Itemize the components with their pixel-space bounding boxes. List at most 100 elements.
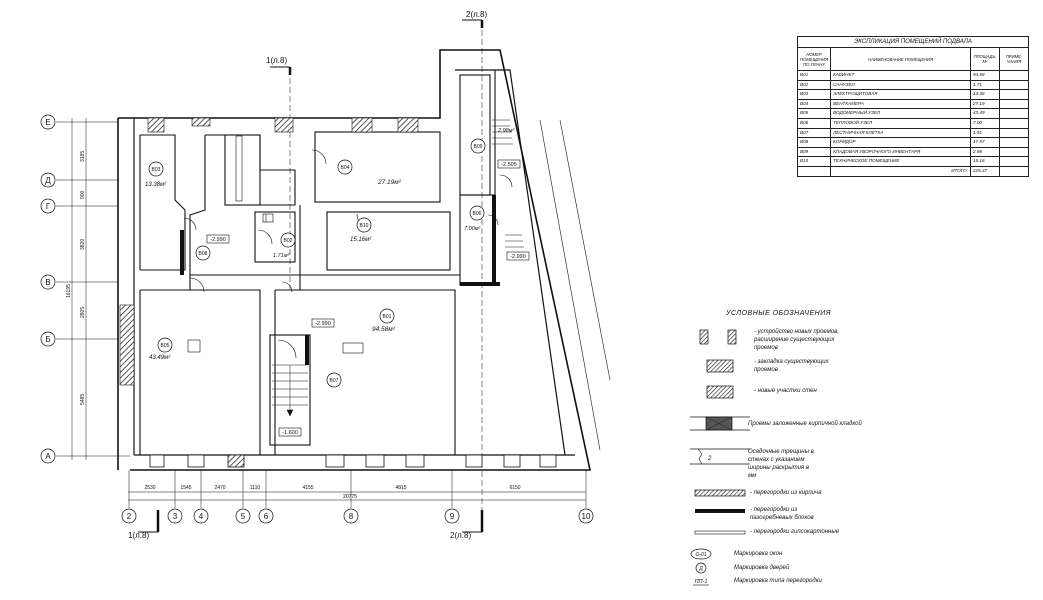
partition-type-symbol: ПП-1 [693, 579, 709, 586]
left-dimensions: 3185 900 3820 16195 2805 5485 [66, 118, 87, 460]
column-axes: 2 3 4 5 6 8 9 [121, 470, 594, 524]
dim-label: 3820 [80, 239, 86, 250]
svg-text:Д: Д [698, 566, 703, 572]
dim-label: 4155 [302, 485, 313, 491]
axis-row-B: Б [40, 331, 118, 347]
level-mark: -2.990 [210, 237, 226, 243]
legend: УСЛОВНЫЕ ОБОЗНАЧЕНИЯ - устройство новых … [690, 306, 1040, 596]
svg-text:7.00м²: 7.00м² [464, 226, 480, 232]
section-label: 1(л.8) [266, 56, 287, 65]
level-mark: -2.505 [501, 162, 517, 168]
total-value: 225.37 [970, 165, 1000, 177]
svg-text:13.38м²: 13.38м² [145, 182, 167, 188]
svg-text:1.71м²: 1.71м² [273, 253, 289, 259]
section-mark-2-top: 2(л.8) [462, 10, 487, 520]
total-label: ИТОГО: [830, 165, 971, 177]
room-tag-В06: В06 7.00м² [464, 205, 485, 232]
new-opening-symbol [699, 329, 737, 345]
svg-text:В08: В08 [199, 251, 208, 257]
dim-total: 20775 [343, 494, 357, 500]
section-mark-1-top: 1(л.8) [266, 56, 292, 290]
room-explication-table: ЭКСПЛИКАЦИЯ ПОМЕЩЕНИЙ ПОДВАЛА НОМЕР ПОМЕ… [796, 36, 1029, 177]
section-mark-1-bottom: 1(л.8) [128, 510, 160, 540]
axis-row-A: А [40, 448, 130, 464]
room-tag-В01: В01 94.58м² [372, 308, 396, 333]
svg-text:В: В [45, 278, 50, 287]
svg-text:Е: Е [45, 118, 50, 127]
dim-label: 2470 [214, 485, 225, 491]
dim-label: 1545 [180, 485, 191, 491]
axis-col-4: 4 [193, 470, 209, 524]
brick-infill-openings [119, 117, 419, 386]
new-wall-symbol [706, 385, 734, 399]
row-axes: Е Д Г В Б А [40, 114, 130, 464]
dim-label: 6150 [509, 485, 520, 491]
svg-text:В02: В02 [284, 238, 293, 244]
room-tag-В10: В10 15.16м² [350, 217, 372, 243]
level-marks: -2.990 -2.505 -2.990 -2.990 -1.600 [206, 159, 530, 437]
section-mark-2-bottom: 2(л.8) [450, 510, 484, 540]
dim-label: 2805 [80, 307, 86, 318]
svg-text:В06: В06 [473, 211, 482, 217]
axis-row-E: Е [40, 114, 118, 130]
level-mark: -1.600 [282, 430, 298, 436]
svg-text:43.49м²: 43.49м² [149, 355, 171, 361]
axis-col-6: 6 [258, 470, 274, 524]
svg-text:2: 2 [127, 512, 132, 521]
svg-text:В10: В10 [360, 223, 369, 229]
axis-col-8: 8 [343, 470, 359, 524]
svg-text:2: 2 [707, 456, 712, 462]
dim-label: 900 [80, 190, 86, 199]
axis-col-5: 5 [235, 470, 251, 524]
section-label: 1(л.8) [128, 531, 149, 540]
table-caption: ЭКСПЛИКАЦИЯ ПОМЕЩЕНИЙ ПОДВАЛА [797, 36, 1029, 48]
svg-text:О-01: О-01 [695, 552, 706, 558]
room-tag-В02: В02 1.71м² [273, 232, 296, 259]
axis-col-3: 3 [167, 470, 183, 524]
basement-floor-plan: 2(л.8) 1(л.8) [40, 10, 611, 540]
dim-label: 2530 [144, 485, 155, 491]
window-openings [149, 454, 557, 468]
svg-text:Б: Б [45, 335, 50, 344]
brick-infill-symbol [690, 416, 750, 431]
dim-label: 4815 [395, 485, 406, 491]
axis-col-9: 9 [444, 470, 460, 524]
svg-text:В07: В07 [330, 378, 339, 384]
axis-row-V: В [40, 274, 118, 290]
section-label: 2(л.8) [450, 531, 471, 540]
brick-partition-symbol [694, 489, 746, 497]
legend-title: УСЛОВНЫЕ ОБОЗНАЧЕНИЯ [726, 310, 831, 317]
header-name: НАИМЕНОВАНИЕ ПОМЕЩЕНИЯ [830, 47, 971, 71]
svg-text:3: 3 [173, 512, 178, 521]
svg-text:В05: В05 [161, 343, 170, 349]
svg-text:8: 8 [349, 512, 354, 521]
svg-text:В04: В04 [341, 165, 350, 171]
svg-text:6: 6 [264, 512, 269, 521]
room-tag-В05: В05 43.49м² [149, 337, 173, 361]
stair-treads-top [492, 119, 524, 248]
section-label: 2(л.8) [466, 10, 487, 19]
svg-text:В09: В09 [474, 144, 483, 150]
header-area: ПЛОЩАДЬ, М² [970, 47, 1000, 71]
room-tag-В04: В04 27.19м² [337, 159, 402, 186]
axis-row-G: Г [40, 198, 118, 214]
dim-label: 1110 [250, 485, 261, 491]
svg-text:В03: В03 [152, 167, 161, 173]
dim-label: 5485 [80, 394, 86, 405]
window-mark-symbol: О-01 [690, 548, 712, 560]
svg-text:5: 5 [241, 512, 246, 521]
svg-text:Г: Г [46, 202, 51, 211]
svg-text:27.19м²: 27.19м² [377, 179, 402, 186]
room-tag-В09: В09 2.98м² [470, 128, 514, 154]
svg-text:В01: В01 [383, 314, 392, 320]
doors [183, 149, 513, 359]
